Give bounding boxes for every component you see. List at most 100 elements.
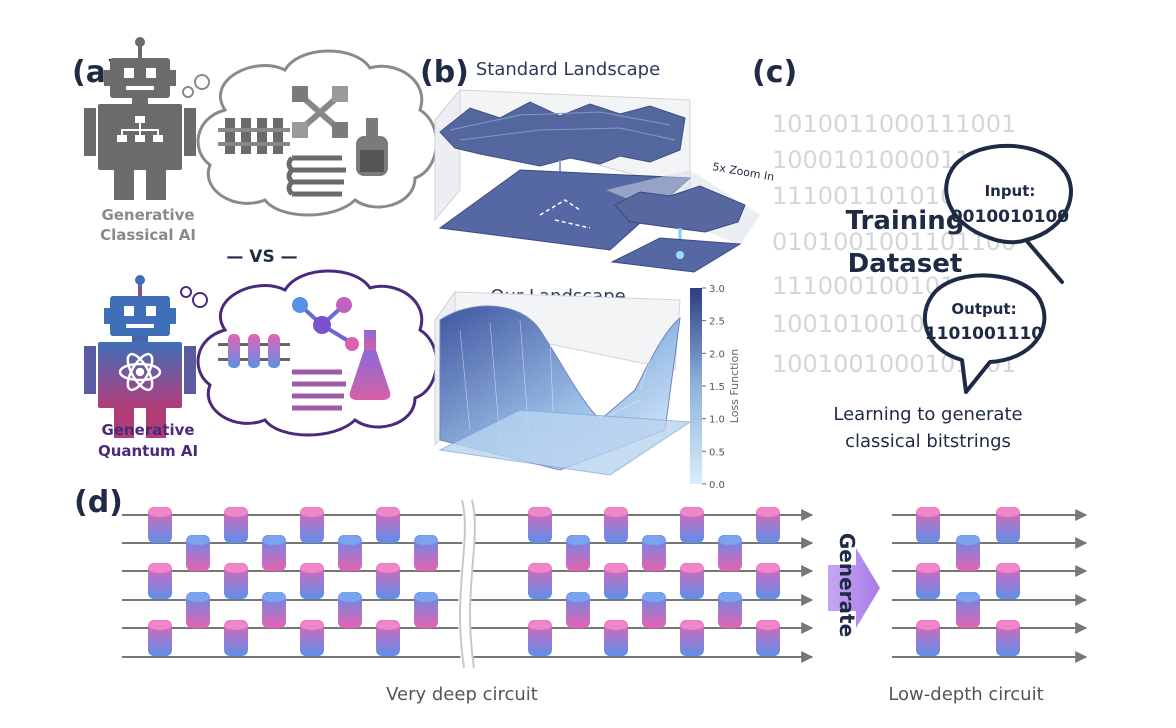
colorbar-tick-label: 1.0 bbox=[709, 415, 725, 426]
quantum-gate bbox=[642, 592, 666, 628]
quantum-gate bbox=[956, 535, 980, 571]
training-dataset-line1: Training bbox=[846, 206, 965, 236]
zoom-label: 5x Zoom In bbox=[711, 160, 775, 184]
generate-label: Generate bbox=[835, 533, 859, 637]
classical-caption-line2: Classical AI bbox=[100, 226, 196, 244]
zoom-inset-plot bbox=[606, 170, 760, 273]
quantum-gate bbox=[916, 507, 940, 543]
quantum-gate bbox=[300, 563, 324, 599]
hierarchy-icon bbox=[117, 116, 163, 142]
quantum-gate bbox=[604, 507, 628, 543]
quantum-gate bbox=[186, 535, 210, 571]
shallow-circuit bbox=[892, 507, 1088, 663]
quantum-gate bbox=[680, 620, 704, 656]
quantum-gate bbox=[224, 563, 248, 599]
panel-b: (b) Standard Landscape 5x Zoom In Our La… bbox=[420, 55, 775, 491]
quantum-gate bbox=[338, 592, 362, 628]
panel-b-label: (b) bbox=[420, 55, 469, 90]
colorbar-tick-label: 2.5 bbox=[709, 317, 725, 328]
classical-caption-line1: Generative bbox=[101, 206, 194, 224]
quantum-gate bbox=[300, 620, 324, 656]
colorbar-ticks: 0.00.51.01.52.02.53.0 bbox=[702, 284, 725, 491]
quantum-gate bbox=[604, 620, 628, 656]
quantum-gate bbox=[566, 592, 590, 628]
vs-label: — VS — bbox=[226, 247, 297, 267]
quantum-gate bbox=[996, 563, 1020, 599]
panel-d: (d) Very deep circuit Generate Low-depth… bbox=[74, 485, 1088, 705]
input-value: 0010010100 bbox=[951, 207, 1069, 227]
quantum-robot-icon bbox=[84, 275, 196, 438]
quantum-gate bbox=[916, 620, 940, 656]
panel-a: (a) bbox=[72, 37, 438, 460]
quantum-gate bbox=[148, 563, 172, 599]
quantum-thought-bubble-icon bbox=[180, 269, 438, 437]
quantum-gate bbox=[224, 620, 248, 656]
quantum-gate bbox=[528, 620, 552, 656]
panel-c: (c) 1010011000111001 1000101000011101 11… bbox=[752, 55, 1073, 452]
panel-c-label: (c) bbox=[752, 55, 797, 90]
standard-landscape-plot bbox=[434, 88, 692, 251]
quantum-gate bbox=[604, 563, 628, 599]
quantum-gate bbox=[148, 507, 172, 543]
quantum-gate bbox=[528, 563, 552, 599]
atom-icon bbox=[118, 352, 162, 392]
quantum-gate bbox=[916, 563, 940, 599]
quantum-gate bbox=[414, 592, 438, 628]
quantum-gate bbox=[376, 563, 400, 599]
classical-molecule-icon bbox=[292, 86, 348, 138]
quantum-gate bbox=[376, 507, 400, 543]
quantum-gate bbox=[300, 507, 324, 543]
quantum-circuit-icon bbox=[218, 334, 290, 368]
training-dataset-line2: Dataset bbox=[848, 249, 963, 279]
quantum-gate bbox=[956, 592, 980, 628]
classical-thought-bubble-icon bbox=[182, 49, 438, 217]
generate-arrow-icon bbox=[828, 548, 880, 628]
quantum-gate bbox=[756, 507, 780, 543]
colorbar-tick-label: 3.0 bbox=[709, 284, 725, 295]
quantum-caption-line2: Quantum AI bbox=[98, 442, 198, 460]
quantum-books-icon bbox=[292, 369, 346, 411]
quantum-gate bbox=[642, 535, 666, 571]
colorbar-tick-label: 0.5 bbox=[709, 447, 725, 458]
classical-robot-icon bbox=[84, 37, 196, 200]
panel-d-label: (d) bbox=[74, 485, 123, 520]
quantum-gate bbox=[414, 535, 438, 571]
output-label: Output: bbox=[951, 300, 1016, 318]
quantum-gate bbox=[338, 535, 362, 571]
colorbar-tick-label: 1.5 bbox=[709, 382, 725, 393]
quantum-gate bbox=[996, 620, 1020, 656]
quantum-gate bbox=[756, 563, 780, 599]
panel-c-caption-line2: classical bitstrings bbox=[845, 431, 1011, 452]
quantum-gate bbox=[224, 507, 248, 543]
shallow-circuit-caption: Low-depth circuit bbox=[888, 684, 1043, 705]
quantum-gate bbox=[680, 563, 704, 599]
quantum-gate bbox=[718, 535, 742, 571]
quantum-gate bbox=[376, 620, 400, 656]
quantum-gate bbox=[148, 620, 172, 656]
deep-circuit-caption: Very deep circuit bbox=[386, 684, 538, 705]
output-value: 1101001110 bbox=[925, 324, 1043, 344]
our-landscape-plot bbox=[434, 290, 692, 476]
classical-flask-icon bbox=[356, 118, 388, 176]
quantum-gate bbox=[262, 592, 286, 628]
quantum-gate bbox=[718, 592, 742, 628]
output-speech-bubble: Output: 1101001110 bbox=[922, 273, 1047, 394]
quantum-gate bbox=[528, 507, 552, 543]
colorbar-label: Loss Function bbox=[728, 349, 741, 423]
bitstring-row: 1010011000111001 bbox=[772, 110, 1016, 138]
quantum-molecule-icon bbox=[292, 297, 359, 351]
classical-circuit-icon bbox=[218, 118, 290, 154]
colorbar: 0.00.51.01.52.02.53.0 Loss Function bbox=[690, 284, 741, 491]
colorbar-gradient bbox=[690, 288, 702, 484]
colorbar-tick-label: 0.0 bbox=[709, 480, 725, 491]
quantum-caption-line1: Generative bbox=[101, 421, 194, 439]
input-speech-bubble: Input: 0010010100 bbox=[944, 143, 1073, 284]
quantum-gate bbox=[680, 507, 704, 543]
standard-landscape-title: Standard Landscape bbox=[476, 59, 660, 80]
quantum-gate bbox=[186, 592, 210, 628]
classical-books-icon bbox=[286, 155, 346, 197]
quantum-gate bbox=[566, 535, 590, 571]
panel-c-caption-line1: Learning to generate bbox=[833, 404, 1022, 425]
quantum-flask-icon bbox=[349, 330, 391, 400]
